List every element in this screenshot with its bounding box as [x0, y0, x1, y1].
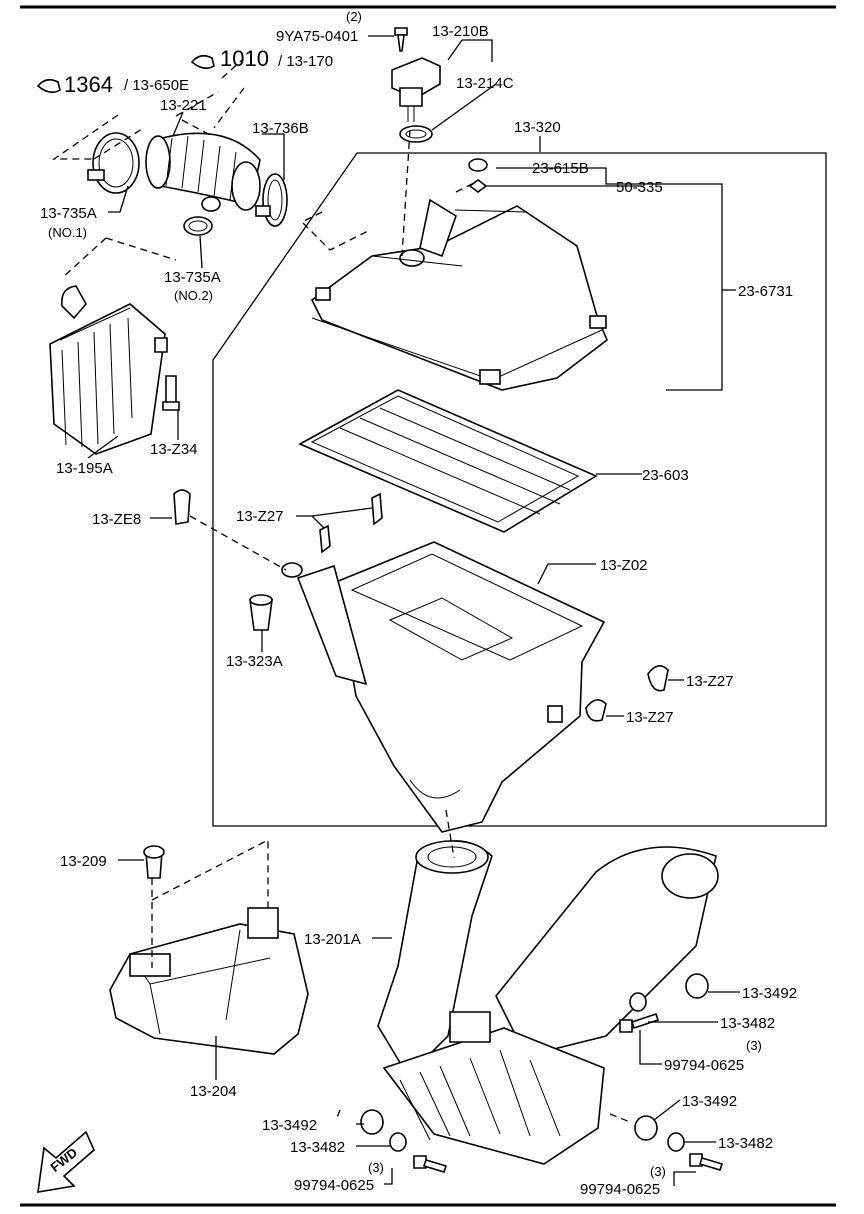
label-50-335: 50-335: [616, 179, 663, 196]
clip-13-z27-upper-a: [319, 524, 331, 554]
label-13-320: 13-320: [514, 119, 561, 136]
label-13-3492-right: 13-3492: [742, 985, 797, 1002]
label-13-3492-bottom: 13-3492: [682, 1093, 737, 1110]
hose-clamp-no1: [87, 132, 140, 194]
label-99794-0625-right: 99794-0625: [664, 1057, 744, 1074]
air-cleaner-case: [281, 541, 606, 833]
label-13-210b: 13-210B: [432, 23, 489, 40]
label-9ya75-0401: 9YA75-0401: [276, 28, 358, 45]
label-23-603: 23-603: [642, 467, 689, 484]
clip-13-z27-right-b: [585, 699, 607, 722]
hose-clamp-no2: [183, 216, 213, 236]
label-13-3482-right: 13-3482: [720, 1015, 775, 1032]
label-13-204: 13-204: [190, 1083, 237, 1100]
resonator: [49, 285, 168, 455]
clip-13-ze8: [173, 489, 191, 525]
label-13-3482-bottom: 13-3482: [718, 1135, 773, 1152]
label-13-195a: 13-195A: [56, 460, 113, 477]
label-13-170: / 13-170: [278, 53, 333, 70]
label-13-736b: 13-736B: [252, 120, 309, 137]
hose-clamp-13-736b: [255, 173, 288, 227]
label-13-z27-right: 13-Z27: [686, 673, 734, 690]
o-ring: [399, 125, 433, 143]
label-99794-qty-bottom: (3): [650, 1164, 666, 1179]
label-ref-1010: 1010: [220, 46, 269, 71]
label-13-ze8: 13-ZE8: [92, 511, 141, 528]
intake-duct-13-201a: [377, 840, 719, 1165]
mounting-hardware-bottom-right: [634, 1115, 724, 1171]
assembly-frame: [212, 152, 827, 827]
label-13-650e: / 13-650E: [124, 77, 189, 94]
mounting-hardware-right: [619, 973, 709, 1033]
label-99794-0625-left: 99794-0625: [294, 1177, 374, 1194]
label-99794-qty-right: (3): [746, 1038, 762, 1053]
label-23-615b: 23-615B: [532, 160, 589, 177]
reference-hand-icon-1364: [36, 78, 61, 94]
bracket-13-204: [109, 907, 309, 1055]
filter-element: [298, 389, 598, 533]
label-ref-1364: 1364: [64, 72, 113, 97]
label-no1: (NO.1): [48, 225, 87, 240]
grommet-13-323a: [249, 594, 273, 631]
screw-9ya75-0401: [394, 27, 408, 52]
nut-50-335: [468, 179, 488, 193]
airflow-sensor: [391, 57, 441, 122]
label-13-z27-lower: 13-Z27: [626, 709, 674, 726]
label-99794-0625-bottom: 99794-0625: [580, 1181, 660, 1198]
label-13-214c: 13-214C: [456, 75, 514, 92]
label-13-z02: 13-Z02: [600, 557, 648, 574]
label-13-209: 13-209: [60, 853, 107, 870]
label-13-323a: 13-323A: [226, 653, 283, 670]
clip-13-z27-upper-b: [371, 492, 383, 526]
grommet-23-615b: [468, 158, 488, 172]
label-13-z27-upper: 13-Z27: [236, 508, 284, 525]
label-13-z34: 13-Z34: [150, 441, 198, 458]
label-13-201a: 13-201A: [304, 931, 361, 948]
mounting-hardware-left: [360, 1109, 448, 1173]
bolt-13-z34: [162, 375, 180, 411]
fwd-arrow: [37, 1130, 95, 1193]
label-23-6731: 23-6731: [738, 283, 793, 300]
clip-13-z27-right-a: [647, 665, 669, 692]
label-13-735a-no1: 13-735A: [40, 205, 97, 222]
label-13-3482-left: 13-3482: [290, 1139, 345, 1156]
air-cleaner-cover: [310, 198, 608, 391]
label-13-221: 13-221: [160, 97, 207, 114]
label-13-3492-left: 13-3492: [262, 1117, 317, 1134]
reference-hand-icon-1010: [190, 54, 215, 70]
label-no2: (NO.2): [174, 288, 213, 303]
label-99794-qty-left: (3): [368, 1160, 384, 1175]
intake-hose: [145, 132, 261, 212]
push-clip-13-209: [143, 845, 165, 879]
label-13-735a-no2: 13-735A: [164, 269, 221, 286]
label-9ya75-qty: (2): [346, 9, 362, 24]
